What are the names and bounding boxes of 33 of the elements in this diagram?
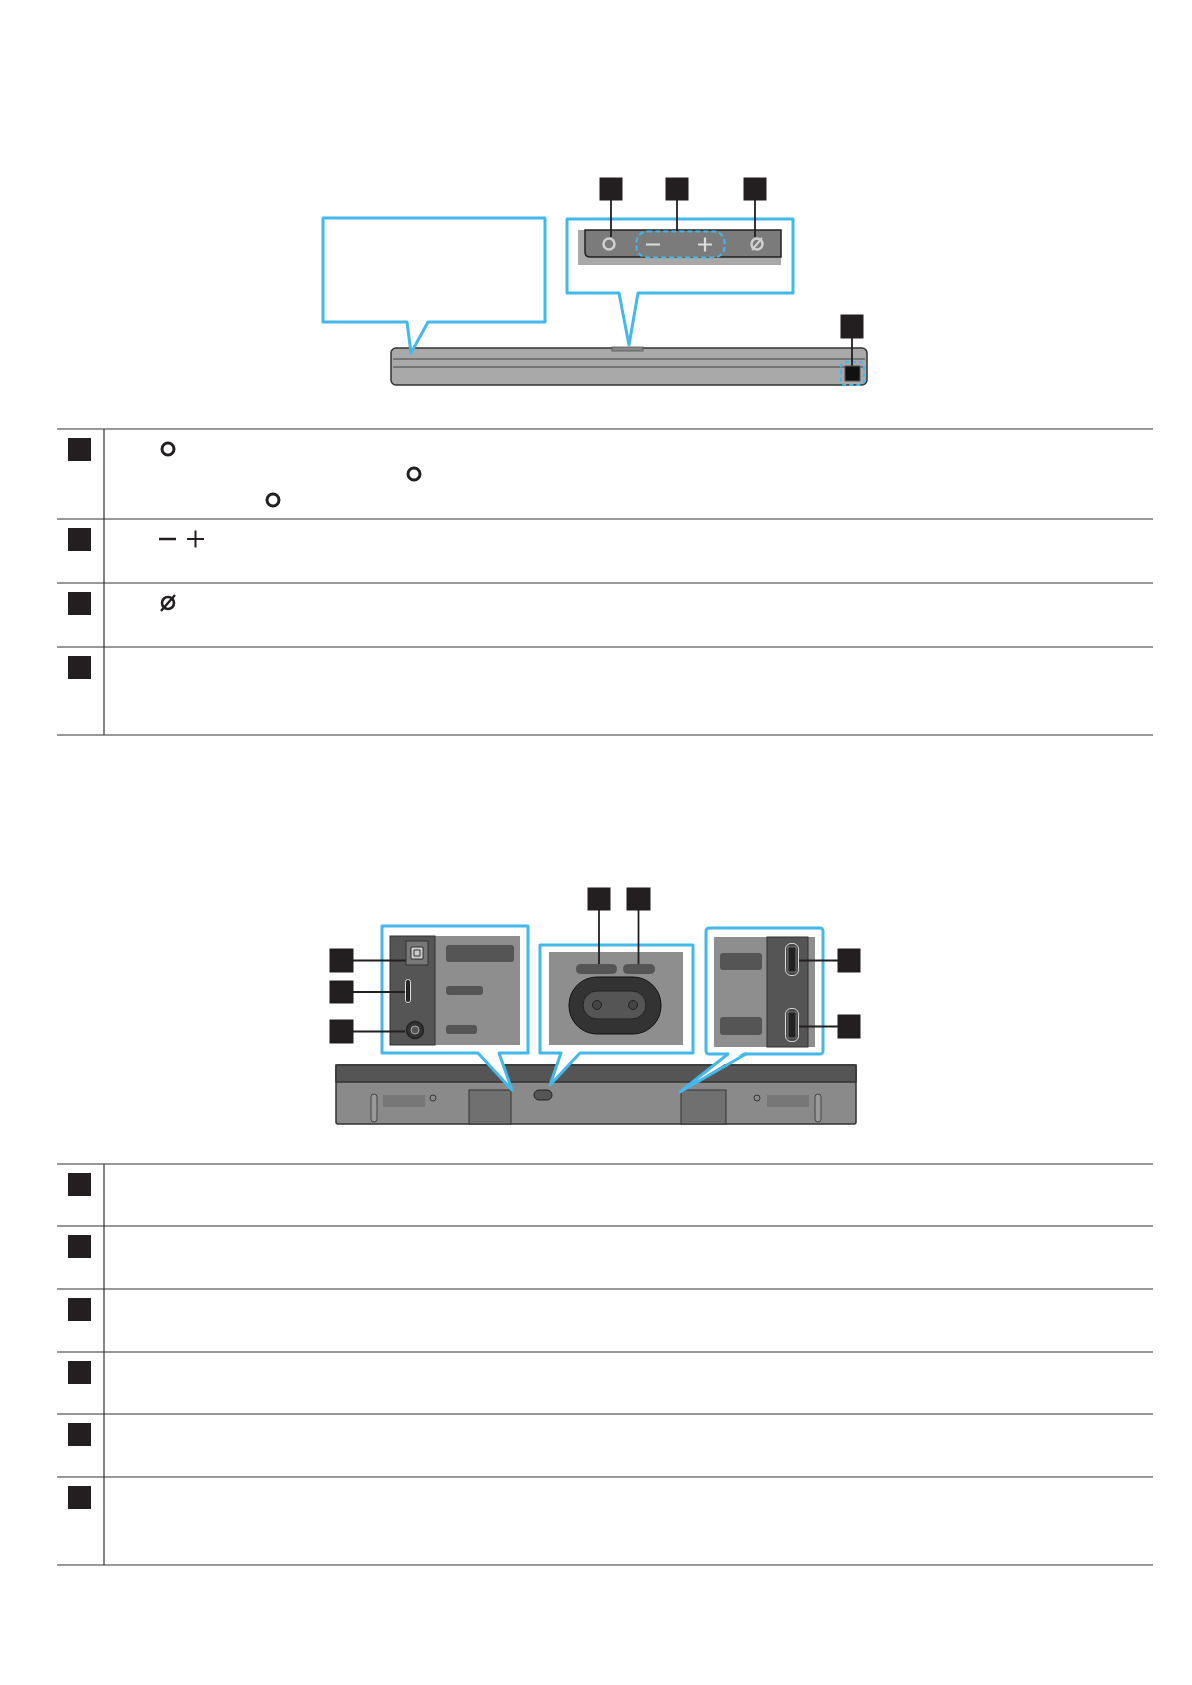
mute-button [750, 237, 764, 251]
marker-square [330, 1020, 353, 1043]
marker-square [744, 178, 766, 200]
leader-line [637, 909, 640, 965]
audio-jack [405, 1020, 425, 1040]
leader-line [851, 337, 853, 367]
marker-square [330, 949, 353, 972]
leader-line [610, 199, 612, 238]
hdmi-port [785, 943, 799, 976]
hdmi-port [785, 1008, 799, 1042]
marker-square [666, 178, 688, 200]
power-button [602, 237, 616, 251]
port-label-bar [623, 964, 655, 974]
leader-line [598, 909, 600, 965]
marker-square [838, 949, 860, 972]
leader-line [798, 1025, 839, 1028]
leader-line [352, 959, 407, 962]
marker-square [841, 315, 863, 338]
marker-square [627, 888, 650, 910]
leader-line [352, 991, 406, 993]
usb-port [405, 979, 411, 1003]
optical-port [406, 941, 428, 965]
volume-buttons [636, 231, 725, 258]
marker-square [330, 981, 353, 1003]
marker-square [588, 888, 610, 910]
leader-line [754, 199, 756, 238]
port-label-bar [576, 964, 617, 974]
sensor-window [845, 366, 860, 381]
leader-line [798, 959, 839, 962]
marker-square [838, 1015, 860, 1038]
leader-line [676, 199, 678, 232]
marker-square [600, 178, 622, 200]
leader-line [352, 1030, 406, 1033]
